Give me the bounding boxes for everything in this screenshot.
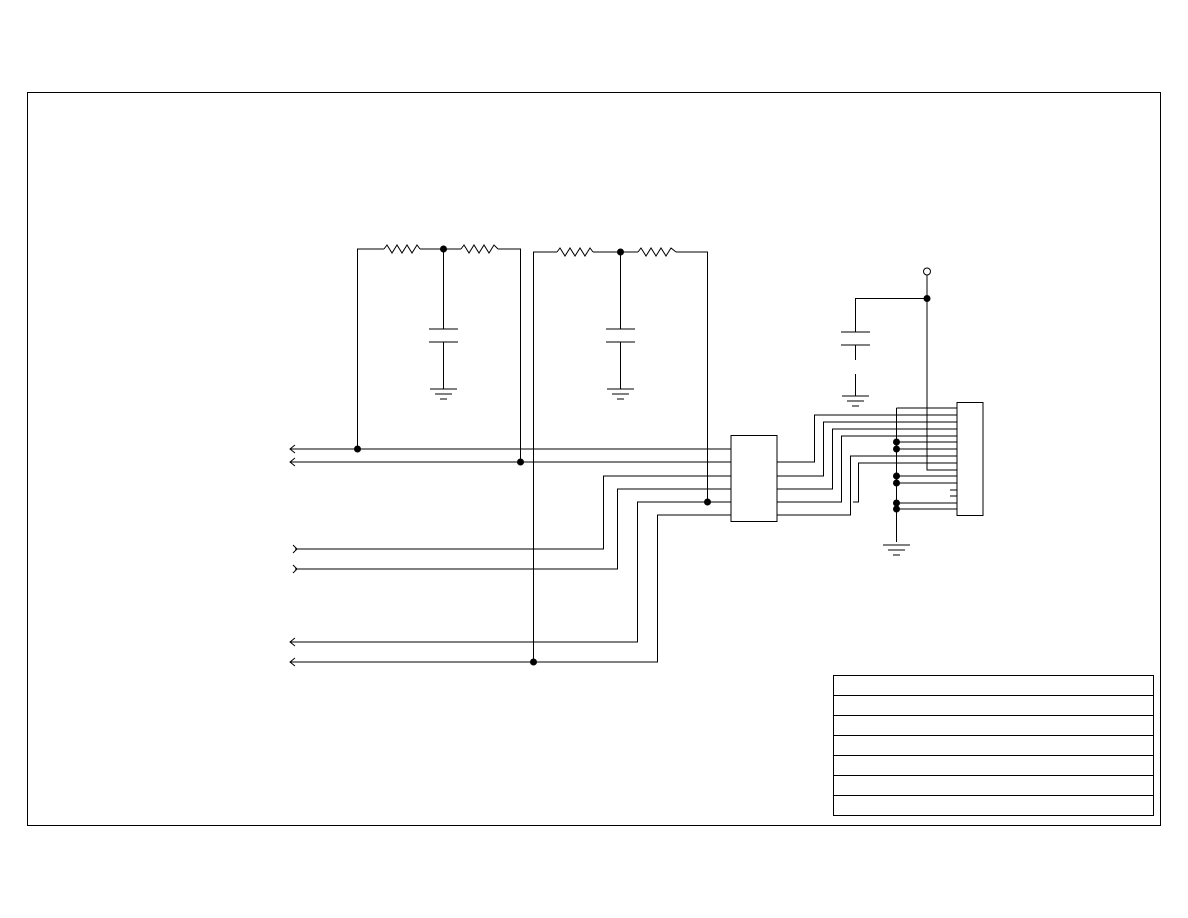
junction-dot — [893, 499, 900, 507]
junction-dot — [893, 479, 900, 487]
connector-block — [956, 402, 984, 516]
rc-filter-1 — [357, 244, 521, 462]
ic-block — [730, 435, 778, 522]
title-block — [833, 675, 1154, 816]
ic-connector-wiring — [777, 407, 957, 556]
signal-lines — [289, 444, 731, 667]
drawing-border — [27, 92, 1161, 826]
junction-dot — [354, 445, 361, 453]
arrow-right-icon — [292, 564, 298, 574]
capacitor-3 — [841, 331, 870, 346]
junction-dot — [893, 438, 900, 446]
arrow-right-icon — [292, 544, 298, 554]
junction-dot — [704, 498, 711, 506]
arrow-left-icon — [289, 657, 296, 667]
power-terminal — [923, 267, 931, 276]
resistor-1 — [383, 244, 421, 254]
ground-3 — [842, 395, 869, 407]
resistor-3 — [556, 247, 594, 257]
ground-2 — [607, 388, 634, 400]
power-supply-section — [841, 267, 957, 471]
junction-dot — [530, 658, 537, 666]
arrow-left-icon — [289, 457, 296, 467]
arrow-left-icon — [289, 637, 296, 647]
resistor-2 — [460, 244, 499, 254]
junction-dot — [893, 445, 900, 453]
junction-dot — [893, 472, 900, 480]
junction-dot — [517, 458, 524, 466]
ground-1 — [430, 388, 457, 400]
rc-filter-2 — [533, 247, 708, 662]
resistor-4 — [637, 247, 677, 257]
capacitor-2 — [606, 328, 635, 343]
junction-dot — [893, 505, 900, 513]
arrow-left-icon — [289, 444, 296, 454]
ground-4 — [883, 544, 910, 556]
capacitor-1 — [429, 328, 458, 343]
junction-dot — [923, 295, 931, 302]
